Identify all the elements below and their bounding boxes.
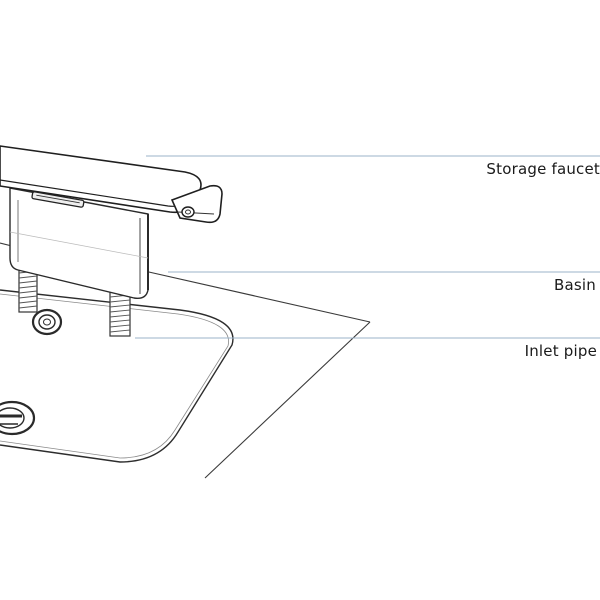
- leader-lines: [135, 155, 600, 339]
- storage-faucet: [0, 145, 223, 300]
- callout-basin: Basin: [554, 276, 596, 294]
- overflow-hole: [31, 308, 63, 336]
- callout-storage-faucet: Storage faucet: [486, 160, 600, 178]
- sink-basin: [0, 289, 234, 463]
- drain: [0, 400, 36, 436]
- inlet-pipe-left: [18, 261, 38, 313]
- callout-inlet-pipe: Inlet pipe: [524, 342, 597, 360]
